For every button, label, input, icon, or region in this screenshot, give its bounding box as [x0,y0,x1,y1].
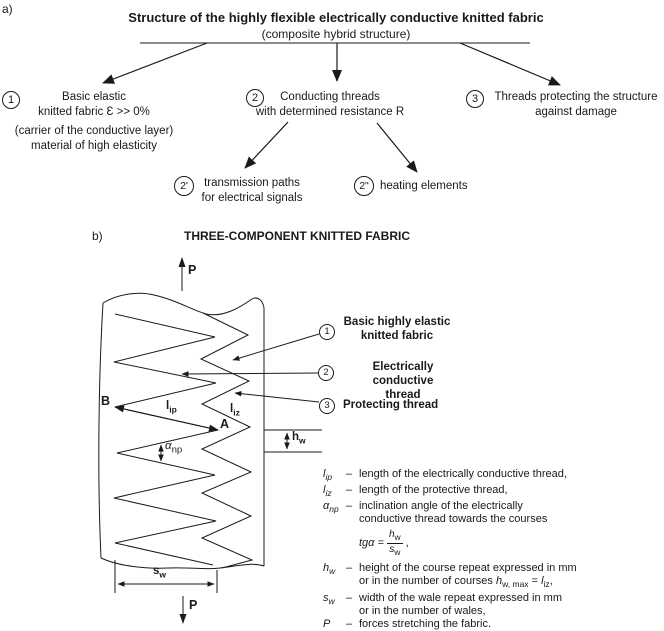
legend-row-lip: lip – length of the electrically conduct… [323,468,661,484]
item-2-line-1: Conducting threads [280,91,380,103]
hw-dimension-label: hw [292,431,306,446]
flow-arrow-right [459,42,561,86]
item-2a-text: transmission paths for electrical signal… [198,176,306,206]
flow-arrow-left [102,42,208,84]
item-2-number-badge: 2 [246,89,264,107]
item-1-line-2: knitted fabric Ɛ >> 0% [38,106,150,118]
panel-a-label: a) [2,2,13,16]
panel-b-title: THREE-COMPONENT KNITTED FABRIC [184,229,410,243]
panel-b-label: b) [92,229,103,243]
legend-p-symbol: P [323,617,331,630]
sw-dimension-label: sw [153,565,167,580]
leader-component-1 [232,333,320,361]
item-2-line-2: with determined resistance R [255,106,405,118]
item-1-line-4: material of high elasticity [31,140,157,152]
fraction-numerator: hw [386,529,403,545]
item-3-line-1: Threads protecting the structure [494,91,658,103]
point-b-label: B [101,394,111,408]
item-2a-number-badge: 2' [174,176,194,196]
component-1-label: Basic highly elastic knitted fabric [343,316,451,342]
item-2-text: Conducting threads with determined resis… [230,90,430,120]
legend-alpha-symbol: αnp [323,500,339,515]
force-bottom-label: P [189,598,198,612]
item-2a-line-2: for electrical signals [201,192,303,204]
panel-a-title: Structure of the highly flexible electri… [128,10,544,25]
point-a-label: A [220,417,230,431]
formula-lhs: tgα = [359,537,384,550]
legend-sw-symbol: sw [323,591,335,606]
legend-row-liz: liz – length of the protective thread, [323,484,661,500]
fraction-denominator: sw [389,544,401,558]
legend-hw-line2: or in the number of courses hw, max = li… [359,575,553,590]
component-3-number-badge: 3 [319,398,335,414]
item-3-line-2: against damage [535,106,617,118]
component-3-label: Protecting thread [343,399,439,411]
legend-alpha-text: inclination angle of the electrically co… [359,500,548,526]
segment-b-a-arrows [114,405,219,432]
formula-fraction: hw sw [386,529,403,558]
item-3-number-badge: 3 [466,90,484,108]
legend-hw-symbol: hw [323,562,336,577]
item-1-number-badge: 1 [2,91,20,109]
lip-length-label: lip [166,400,177,415]
leader-component-2 [181,371,319,377]
item-1-line-3: (carrier of the conductive layer) [14,125,174,137]
dash: – [346,562,353,575]
fabric-left-edge [98,302,104,559]
item-2b-text: heating elements [380,180,468,192]
protective-thread-zigzag [199,312,254,569]
legend-liz-text: length of the protective thread, [359,484,508,497]
item-3-text: Threads protecting the structure against… [490,90,662,120]
item-1-text: Basic elastic knitted fabric Ɛ >> 0% (ca… [4,90,184,154]
legend-formula: tgα = hw sw , [359,529,661,558]
legend-lip-text: length of the electrically conductive th… [359,468,567,480]
dash: – [346,484,353,497]
item-2b-number-badge: 2" [354,176,374,196]
legend-row-p: P – forces stretching the fabric. [323,618,661,631]
item-2a-line-1: transmission paths [204,177,300,189]
legend-row-hw: hw – height of the course repeat express… [323,562,661,591]
legend-sw-text: width of the wale repeat expressed in mm… [359,591,562,617]
panel-a-subtitle: (composite hybrid structure) [261,27,411,41]
liz-length-label: liz [230,403,240,418]
component-2-label: Electrically conductive thread [372,361,434,401]
dash: – [346,617,353,630]
legend-row-sw: sw – width of the wale repeat expressed … [323,592,661,618]
fabric-top-edge [102,292,265,316]
force-top-label: P [188,263,197,277]
dash: – [346,591,353,604]
component-2-number-badge: 2 [318,365,334,381]
legend-p-text: forces stretching the fabric. [359,617,492,630]
alpha-angle-label: αnp [165,440,183,456]
legend-row-alpha: αnp – inclination angle of the electrica… [323,500,661,526]
legend-liz-symbol: liz [323,484,332,499]
dash: – [346,468,353,480]
dash: – [346,500,353,513]
flow-arrow-sub-right [376,122,418,173]
leader-component-3 [234,390,320,403]
conductive-thread-zigzag [113,313,219,566]
item-1-line-1: Basic elastic [62,91,126,103]
fabric-bottom-edge [100,557,265,570]
legend: lip – length of the electrically conduct… [323,468,661,631]
formula-tail: , [405,537,409,550]
component-1-number-badge: 1 [319,324,335,340]
flow-arrow-sub-left [244,121,289,169]
legend-hw-text: height of the course repeat expressed in… [359,562,661,591]
legend-lip-symbol: lip [323,468,333,483]
